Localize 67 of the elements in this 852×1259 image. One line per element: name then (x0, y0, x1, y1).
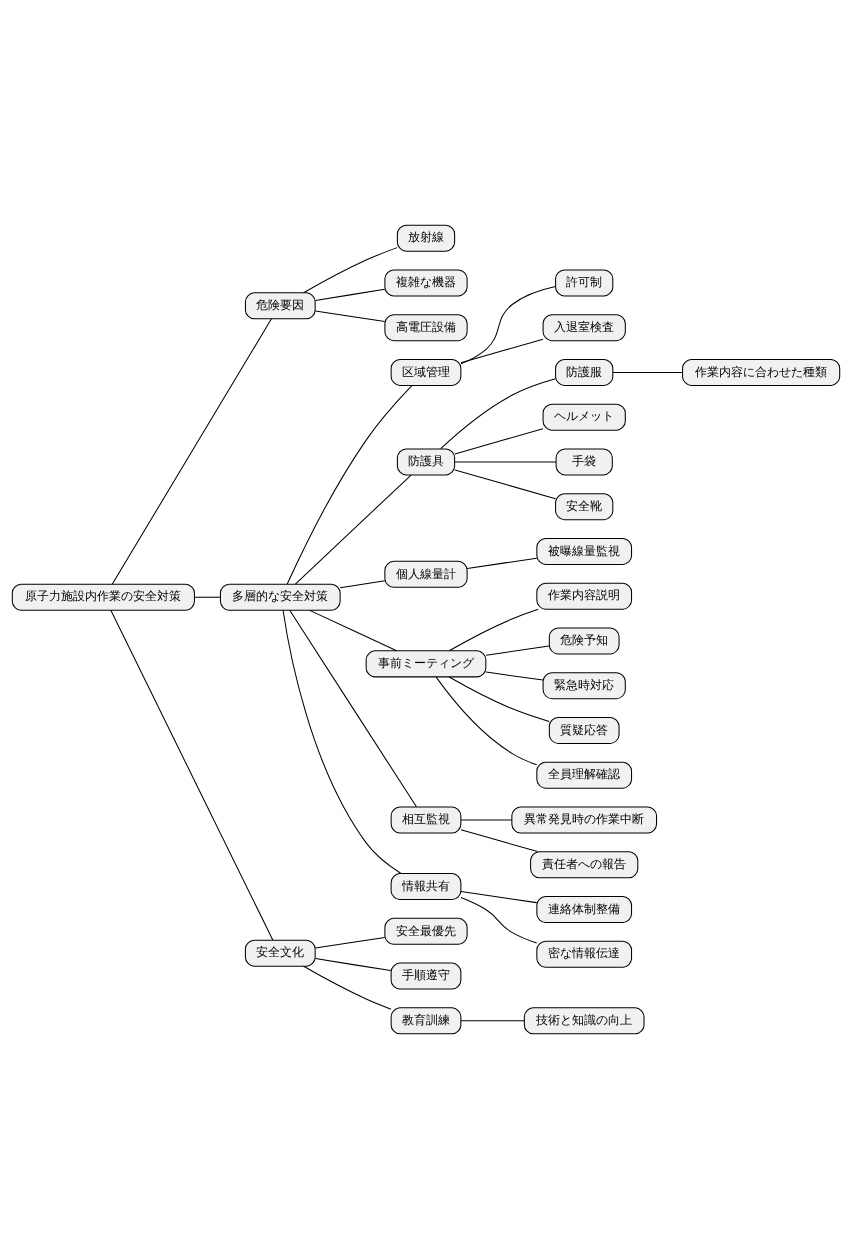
node-box: 安全靴 (555, 493, 614, 521)
node-box: 技術と知識の向上 (523, 1007, 645, 1035)
connector (314, 958, 392, 972)
node-box: 安全文化 (244, 939, 316, 967)
node-box: 手順遵守 (390, 962, 462, 990)
node-box: 防護服 (555, 358, 614, 386)
node-box: 作業内容に合わせた種類 (682, 358, 841, 386)
node-box: 教育訓練 (390, 1007, 462, 1035)
node-box: 個人線量計 (384, 560, 468, 588)
node-box: 手袋 (555, 448, 613, 476)
node-box: 情報共有 (390, 873, 462, 901)
connector (485, 645, 550, 656)
node-box: 連絡体制整備 (536, 895, 633, 923)
node-box: 許可制 (555, 269, 614, 297)
node-box: 密な情報伝達 (536, 940, 633, 968)
connector (448, 608, 539, 652)
connector (460, 891, 538, 904)
node-box: 作業内容説明 (536, 582, 633, 610)
node-box: 危険要因 (244, 292, 316, 320)
node-box: 事前ミーティング (365, 650, 487, 678)
connector (282, 610, 402, 874)
connector (314, 288, 386, 301)
node-box: 質疑応答 (548, 716, 620, 744)
node-box: 多層的な安全対策 (219, 583, 341, 611)
node-box: 防護具 (396, 448, 456, 476)
node-box: 相互監視 (390, 806, 462, 834)
connector (194, 596, 221, 598)
connector (286, 385, 413, 585)
connector (454, 428, 544, 455)
connector (110, 609, 274, 941)
connector (460, 896, 538, 944)
connector (440, 378, 556, 450)
connector (314, 936, 386, 949)
connector (460, 819, 513, 821)
node-box: 危険予知 (548, 627, 620, 655)
node-box: 緊急時対応 (542, 672, 626, 700)
node-box: ヘルメット (542, 403, 626, 431)
node-box: 放射線 (396, 224, 456, 252)
node-box: 全員理解確認 (536, 761, 633, 789)
connector (466, 557, 538, 569)
node-box: 原子力施設内作業の安全対策 (11, 583, 195, 611)
connector (448, 676, 550, 722)
connector (454, 461, 557, 463)
connector (612, 371, 683, 373)
connector (454, 469, 556, 500)
connector (460, 285, 557, 365)
connector (303, 247, 398, 294)
node-box: 異常発見時の作業中断 (511, 806, 658, 834)
node-box: 安全最優先 (384, 917, 468, 945)
connector (294, 474, 412, 585)
node-box: 高電圧設備 (384, 314, 468, 342)
connector (303, 965, 392, 1010)
node-box: 複雑な機器 (384, 269, 468, 297)
node-box: 入退室検査 (542, 314, 626, 342)
connector (111, 318, 272, 585)
node-box: 被曝線量監視 (536, 537, 633, 565)
connector (460, 1020, 525, 1022)
connector (289, 610, 417, 808)
connector (309, 609, 398, 652)
connector (460, 829, 538, 853)
connector (460, 338, 544, 364)
node-box: 区域管理 (390, 358, 462, 386)
connector (314, 310, 386, 323)
connector (485, 671, 544, 681)
connector (435, 676, 538, 766)
connector (339, 580, 386, 589)
node-box: 責任者への報告 (530, 851, 639, 879)
